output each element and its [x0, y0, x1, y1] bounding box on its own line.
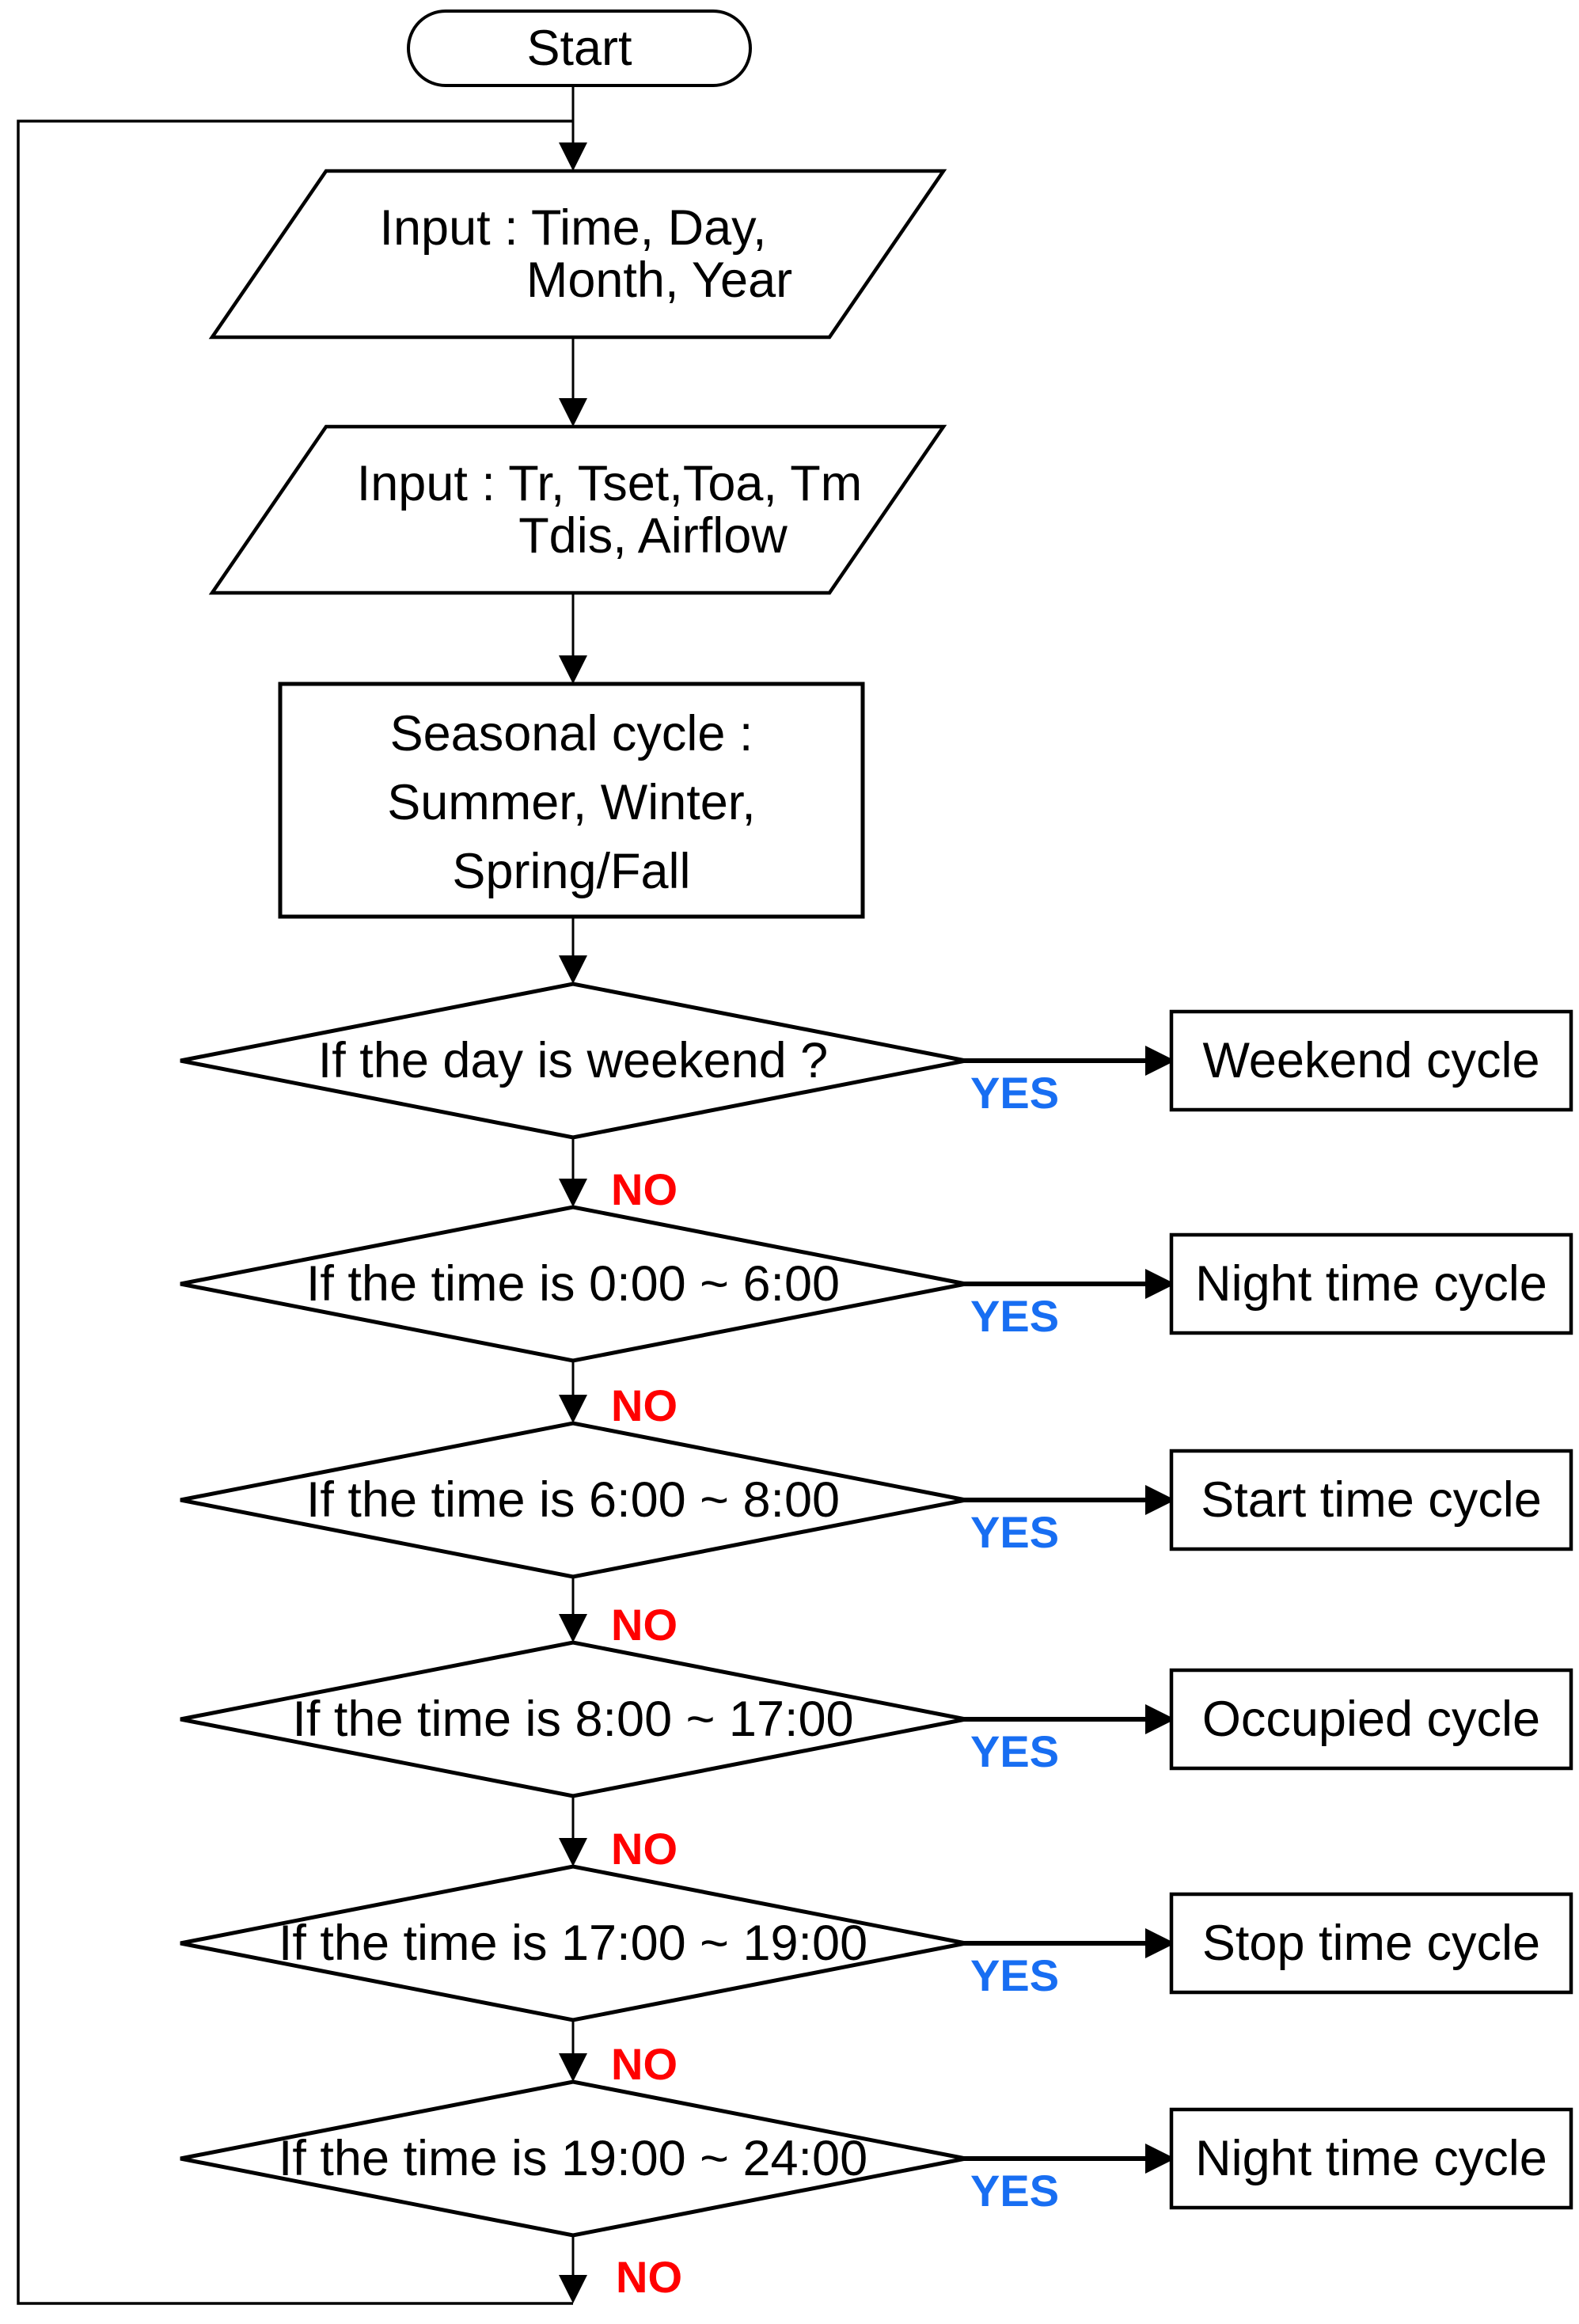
yes-label: YES	[970, 1726, 1060, 1776]
seasonal-line1: Seasonal cycle :	[389, 706, 753, 761]
arrowhead-right-icon	[1145, 2144, 1175, 2174]
yes-label: YES	[970, 1291, 1060, 1341]
arrowhead-right-icon	[1145, 1928, 1175, 1958]
decision-diamond-17-19	[180, 1864, 966, 2022]
decision-question: If the time is 17:00 ~ 19:00	[278, 1916, 868, 1971]
decision-question: If the time is 6:00 ~ 8:00	[306, 1472, 841, 1528]
yes-label: YES	[970, 1068, 1060, 1118]
arrowhead-down-icon	[559, 1395, 587, 1423]
arrowhead-down-icon	[559, 2053, 587, 2082]
result-label: Night time cycle	[1195, 1256, 1547, 1312]
yes-label: YES	[970, 2166, 1060, 2216]
result-box-night1	[1169, 1232, 1573, 1335]
arrowhead-down-icon	[559, 1179, 587, 1207]
seasonal-line3: Spring/Fall	[452, 844, 691, 899]
decision-diamond-weekend	[180, 982, 966, 1140]
input-sensors-parallelogram	[208, 424, 947, 595]
decision-question: If the time is 19:00 ~ 24:00	[278, 2131, 868, 2186]
result-label: Stop time cycle	[1201, 1916, 1541, 1971]
result-box-night2	[1169, 2107, 1573, 2210]
decision-question: If the time is 0:00 ~ 6:00	[306, 1256, 841, 1312]
result-box-stop-time	[1169, 1892, 1573, 1995]
result-box-occupied	[1169, 1668, 1573, 1771]
arrowhead-down-icon	[559, 142, 587, 171]
decision-question: If the day is weekend ?	[317, 1033, 829, 1088]
result-label: Weekend cycle	[1202, 1033, 1540, 1088]
arrowhead-right-icon	[1145, 1485, 1175, 1515]
result-label: Night time cycle	[1195, 2131, 1547, 2186]
decision-question: If the time is 8:00 ~ 17:00	[292, 1692, 854, 1747]
seasonal-process-rect	[278, 682, 865, 919]
input-sensors-line2: Tdis, Airflow	[518, 508, 788, 564]
yes-label: YES	[970, 1950, 1060, 2000]
yes-label: YES	[970, 1507, 1060, 1557]
input-datetime-line1: Input : Time, Day,	[379, 200, 767, 256]
no-label: NO	[616, 2252, 682, 2302]
no-label: NO	[611, 2039, 678, 2089]
arrowhead-down-icon	[559, 655, 587, 684]
input-sensors-line1: Input : Tr, Tset,Toa, Tm	[356, 456, 863, 511]
decision-diamond-8-17	[180, 1640, 966, 1798]
start-label: Start	[526, 21, 632, 76]
arrowhead-right-icon	[1145, 1269, 1175, 1299]
seasonal-line2: Summer, Winter,	[387, 775, 756, 830]
start-terminator-shape	[407, 9, 752, 87]
result-label: Start time cycle	[1201, 1472, 1542, 1528]
input-datetime-line2: Month, Year	[526, 253, 793, 308]
loop-back-line	[17, 120, 573, 2305]
arrowhead-right-icon	[1145, 1046, 1175, 1076]
no-label: NO	[611, 1380, 678, 1430]
arrowhead-down-icon	[559, 398, 587, 427]
decision-diamond-0-6	[180, 1205, 966, 1363]
result-label: Occupied cycle	[1201, 1692, 1541, 1747]
result-box-start-time	[1169, 1449, 1573, 1551]
no-label: NO	[611, 1164, 678, 1214]
arrowhead-down-icon	[559, 955, 587, 984]
input-datetime-parallelogram	[208, 169, 947, 340]
arrowhead-down-icon	[559, 1838, 587, 1866]
no-label: NO	[611, 1600, 678, 1650]
result-box-weekend	[1169, 1009, 1573, 1112]
decision-diamond-19-24	[180, 2079, 966, 2238]
arrowhead-right-icon	[1145, 1704, 1175, 1734]
no-label: NO	[611, 1824, 678, 1874]
arrowhead-down-icon	[559, 1614, 587, 1642]
arrowhead-down-icon	[559, 2275, 587, 2303]
decision-diamond-6-8	[180, 1421, 966, 1579]
